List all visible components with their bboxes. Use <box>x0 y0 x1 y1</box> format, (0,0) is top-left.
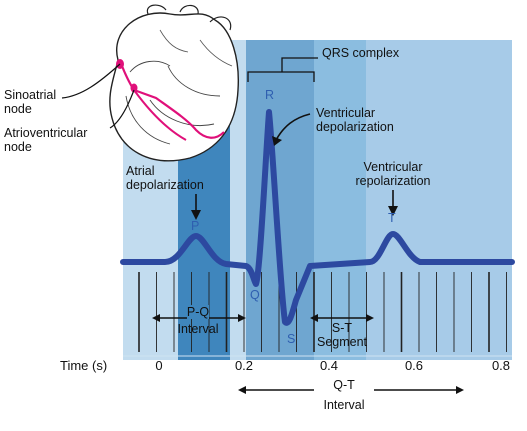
ecg-trace <box>120 109 515 326</box>
band-light-mid <box>230 40 246 360</box>
pq-interval-line-1: P-Q <box>186 305 210 319</box>
heart-illustration <box>61 4 239 162</box>
st-segment-line-2: Segment <box>316 335 368 349</box>
st-segment-line-1: S-T <box>331 321 353 335</box>
atrioventricular-node-marker <box>130 83 138 93</box>
ventricular-depolarization-line-1: Ventricular <box>316 106 376 120</box>
band-qrs <box>246 40 314 360</box>
wave-p-label: P <box>191 219 200 233</box>
band-t <box>366 40 512 360</box>
sinoatrial-line-2: node <box>4 102 32 116</box>
wave-s-label: S <box>287 332 296 346</box>
wave-r-label: R <box>265 88 275 102</box>
wave-q-label: Q <box>250 288 260 302</box>
arrowheads <box>152 136 464 394</box>
atrioventricular-node-label: Atrioventricular node <box>4 126 87 154</box>
atrial-depolarization-line-1: Atrial <box>126 164 155 178</box>
qrs-complex-label: QRS complex <box>322 46 400 60</box>
ventricular-repolarization-line-1: Ventricular <box>363 160 423 174</box>
pq-interval-line-2: Interval <box>177 322 219 336</box>
time-tick-label: 0.2 <box>234 358 254 373</box>
ventricular-repolarization-label: Ventricular repolarization <box>340 160 446 188</box>
sinoatrial-line-1: Sinoatrial <box>4 88 57 102</box>
band-st <box>314 40 366 360</box>
atrial-depolarization-label: Atrial depolarization <box>126 164 204 192</box>
st-segment-label: S-T Segment <box>312 321 372 349</box>
qt-interval-line-1: Q-T <box>333 378 355 392</box>
conduction-path <box>120 65 225 139</box>
wave-t-label: T <box>388 211 396 225</box>
time-tick-label: 0 <box>155 358 163 373</box>
atrioventricular-line-2: node <box>4 140 32 154</box>
ventricular-depolarization-label: Ventricular depolarization <box>316 106 394 134</box>
time-tick-label: 0.6 <box>404 358 424 373</box>
qt-interval-line-2: Interval <box>323 398 365 412</box>
qt-interval-label: Q-T Interval <box>314 378 374 412</box>
atrial-depolarization-line-2: depolarization <box>126 178 204 192</box>
ventricular-depolarization-line-2: depolarization <box>316 120 394 134</box>
qrs-bracket <box>247 57 318 82</box>
sinoatrial-node-label: Sinoatrial node <box>4 88 56 116</box>
pq-interval-label: P-Q Interval <box>168 305 228 336</box>
time-tick-label: 0.4 <box>319 358 339 373</box>
atrioventricular-line-1: Atrioventricular <box>4 126 88 140</box>
ventricular-repolarization-line-2: repolarization <box>355 174 431 188</box>
time-tick-label: 0.8 <box>491 358 511 373</box>
time-axis-title: Time (s) <box>60 358 108 373</box>
time-grid <box>123 272 512 357</box>
